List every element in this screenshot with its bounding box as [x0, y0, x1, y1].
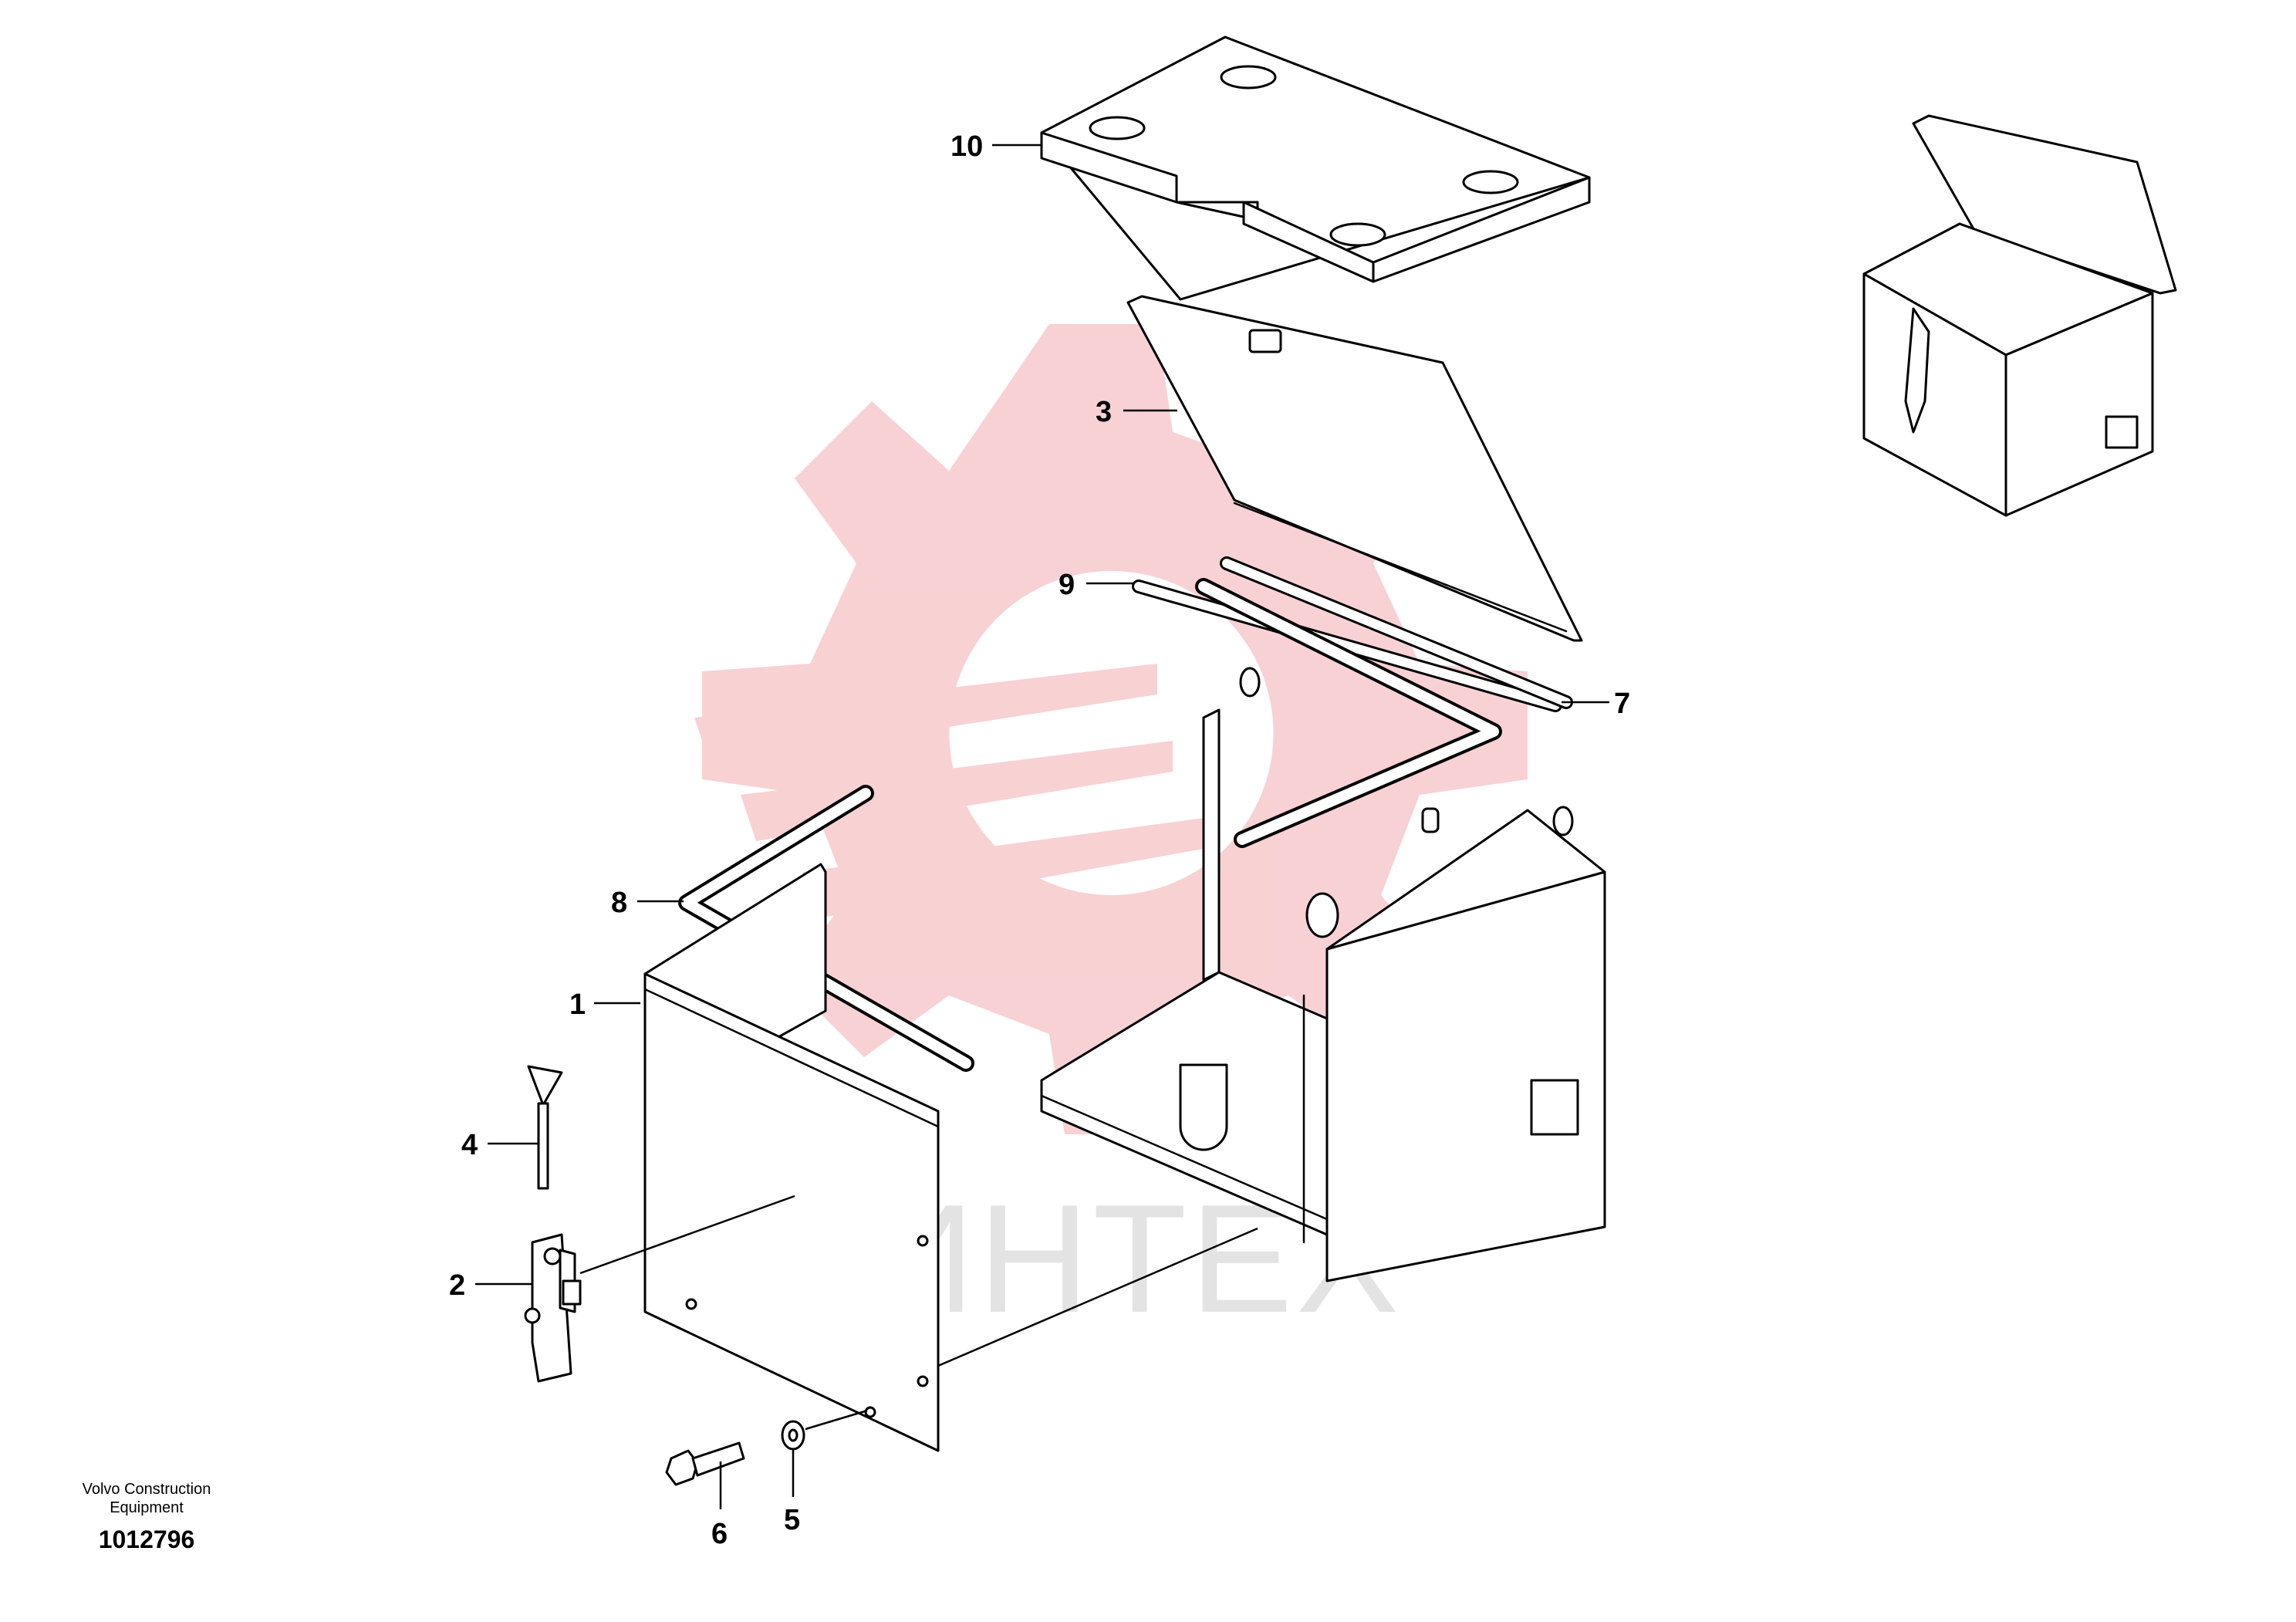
callout-8: 8 [611, 887, 627, 919]
part-2-latch [524, 1233, 582, 1383]
callout-7: 7 [1614, 688, 1630, 720]
callout-5: 5 [784, 1504, 800, 1536]
callout-10: 10 [950, 130, 983, 163]
part-3-lid [1126, 295, 1583, 642]
leader-washer-to-panel [805, 1409, 868, 1431]
drawing-number: 1012796 [99, 1526, 195, 1553]
watermark-speed-lines [694, 664, 1204, 918]
callout-3: 3 [1096, 396, 1112, 428]
part-1-front-panel [643, 863, 940, 1452]
part-7-hinge-pin [1220, 556, 1573, 709]
part-1-box-body [1040, 667, 1606, 1282]
part-5-washer [781, 1420, 805, 1451]
part-6-bolt [665, 1441, 745, 1486]
publisher-line-1: Volvo Construction [83, 1481, 211, 1498]
callout-9: 9 [1059, 569, 1075, 601]
callout-4: 4 [461, 1129, 478, 1161]
drawing-caption: Volvo Construction Equipment 1012796 [83, 1481, 211, 1553]
callout-2: 2 [449, 1269, 465, 1302]
leader-panel-to-box [937, 1227, 1258, 1367]
leader-lines [475, 144, 1609, 1509]
assembled-box-thumbnail [1862, 114, 2177, 517]
callout-6: 6 [711, 1518, 728, 1550]
callout-1: 1 [569, 988, 586, 1021]
leader-2-to-panel [579, 1195, 795, 1275]
publisher-line-2: Equipment [110, 1499, 184, 1516]
part-4-lock-pin [527, 1065, 563, 1190]
part-8-handle [678, 578, 1502, 1072]
part-9-hinge-pin [1132, 580, 1562, 712]
callout-labels: 10 3 9 7 8 1 4 2 5 6 [449, 130, 1630, 1550]
part-10-cover-pad [1040, 35, 1591, 301]
